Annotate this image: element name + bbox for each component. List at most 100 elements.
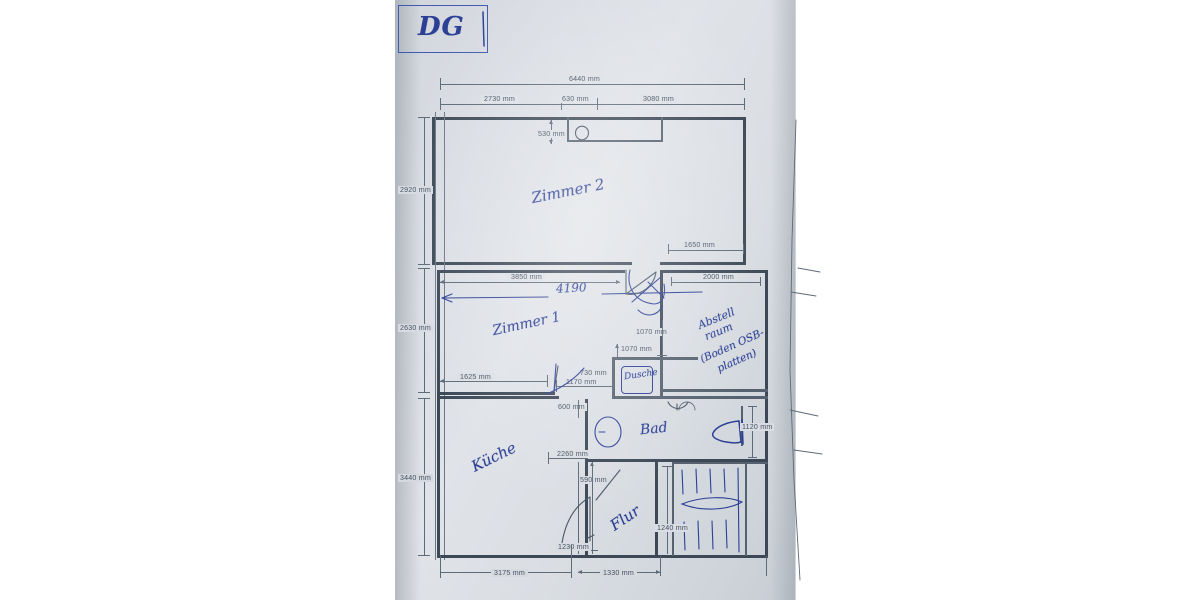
dim-top-seg1-line (440, 104, 562, 105)
wall-stair-box-top (672, 462, 768, 465)
dim-left-2920-tick-bot (418, 264, 430, 265)
dim-530-text: 530 mm (536, 130, 567, 138)
dim-3850-arrow-left (440, 280, 444, 284)
wall-flur-left (585, 459, 588, 557)
room-label-bad: Bad (639, 419, 669, 439)
dim-1625-text: 1625 mm (457, 373, 494, 381)
dim-2000-text: 2000 mm (700, 273, 737, 281)
dim-top-overall-text: 6440 mm (566, 75, 603, 83)
dim-3850-text: 3850 mm (508, 273, 545, 281)
dim-2260-tick-left (548, 452, 549, 464)
staircase-treads (680, 467, 744, 553)
dim-1650-text: 1650 mm (682, 241, 717, 249)
wall-right-outer-middle (765, 270, 769, 396)
dim-1070-a-line (662, 320, 663, 356)
wall-right-outer-upper (743, 117, 747, 265)
paper-sheet (395, 0, 795, 600)
note-4190-leader (441, 291, 703, 303)
title-box-label: DG (418, 12, 465, 42)
dim-left-2630-text: 2630 mm (398, 324, 433, 332)
dim-left-3440-text: 3440 mm (398, 474, 433, 482)
dim-1120-line (752, 406, 753, 458)
dim-590-line-b (592, 462, 593, 554)
wall-zimmer2-bottom (432, 262, 632, 266)
dim-1625-line (440, 381, 548, 382)
dim-1625-arrow-left (440, 379, 444, 383)
bathtub-symbol (594, 416, 622, 448)
wall-stair-box-right (745, 462, 748, 556)
wall-right-outer-lower (765, 396, 769, 558)
dim-top-overall-tick-right (744, 78, 745, 90)
wall-kueche-bad-partition (585, 399, 588, 462)
dim-2260-text: 2260 mm (555, 450, 590, 458)
wall-left-outer-upper (432, 117, 436, 264)
wall-bottom-outer (437, 555, 768, 559)
dim-1120-tick-top (748, 406, 757, 407)
door-swing-bad-flur (595, 469, 621, 501)
dim-1170-line (556, 386, 614, 387)
dim-2000-tick-right (760, 277, 761, 286)
dim-600-text: 600 mm (556, 403, 587, 411)
dim-1240-line (667, 466, 668, 554)
wall-abstell-top (663, 270, 768, 274)
title-box-tick (482, 11, 485, 47)
dim-top-seg1-tick-left (440, 98, 441, 110)
dim-1070-b-text: 1070 mm (619, 345, 654, 353)
dim-3850-line (440, 282, 620, 283)
dim-530-arrow-up (549, 120, 553, 124)
wall-left-outer-lower (437, 396, 441, 558)
dim-1170-tick-left (556, 380, 557, 392)
dusche-tray (621, 366, 653, 394)
dim-1070-b-line (617, 344, 618, 358)
dim-left-2920-text: 2920 mm (398, 186, 433, 194)
dim-1240-text: 1240 mm (655, 524, 690, 532)
dim-left-3440-tick-bot (418, 555, 430, 556)
dim-bottom-seg1-text: 3175 mm (491, 569, 528, 577)
dim-left-guide-a (435, 112, 436, 560)
dim-590-arrow (590, 462, 594, 466)
sink-symbol (667, 401, 689, 411)
dim-1230-text: 1230 mm (556, 543, 591, 551)
title-box (398, 5, 488, 53)
dim-left-2630-tick-bot (418, 392, 430, 393)
dim-2000-tick-left (671, 277, 672, 286)
dim-530-arrow-down (549, 140, 553, 144)
dim-bottom-seg2-arrow-right (656, 570, 660, 574)
dim-590-text: 590 mm (578, 476, 609, 484)
dim-1625-tick-right (547, 375, 548, 387)
wall-dusche-top (612, 357, 698, 360)
wall-dormer-left (567, 117, 569, 142)
dim-1650-line (668, 250, 744, 251)
paper-left-shadow (395, 0, 421, 600)
dim-1070-a-text: 1070 mm (634, 328, 669, 336)
wall-zimmer1-top (437, 270, 625, 274)
dim-top-seg2-line (561, 104, 598, 105)
dim-bottom-ext-left (440, 556, 441, 576)
dim-left-2920-tick-top (418, 117, 430, 118)
wall-abstell-bottom (663, 389, 768, 392)
wall-bad-bottom (585, 459, 768, 463)
dim-left-guide-b (444, 112, 445, 560)
dim-1120-tick-bot (748, 457, 757, 458)
dim-left-2630-tick-top (418, 268, 430, 269)
door-swing-ink-overlay (628, 269, 666, 316)
door-swing-zimmer1 (625, 269, 657, 295)
dim-top-overall-line (440, 84, 745, 85)
door-swing-kueche (545, 363, 585, 395)
dim-2000-line (671, 282, 761, 283)
dim-600-line (578, 400, 579, 418)
dim-1650-tick-right (743, 244, 744, 254)
dim-top-seg1-text: 2730 mm (481, 95, 518, 103)
wall-dormer-bottom (567, 140, 663, 142)
wall-dusche-bottom (612, 396, 662, 399)
dim-1070-a-tick (657, 355, 667, 356)
dim-590-line (578, 462, 579, 554)
dim-1650-tick-left (668, 244, 669, 254)
dim-top-seg3-line (598, 104, 744, 105)
dim-2260-line (548, 458, 588, 459)
underlying-sheet-lines (789, 119, 823, 581)
dim-bottom-ext-far (766, 556, 767, 576)
dim-top-seg3-tick-right (744, 98, 745, 110)
small-basin-symbol (678, 401, 696, 411)
